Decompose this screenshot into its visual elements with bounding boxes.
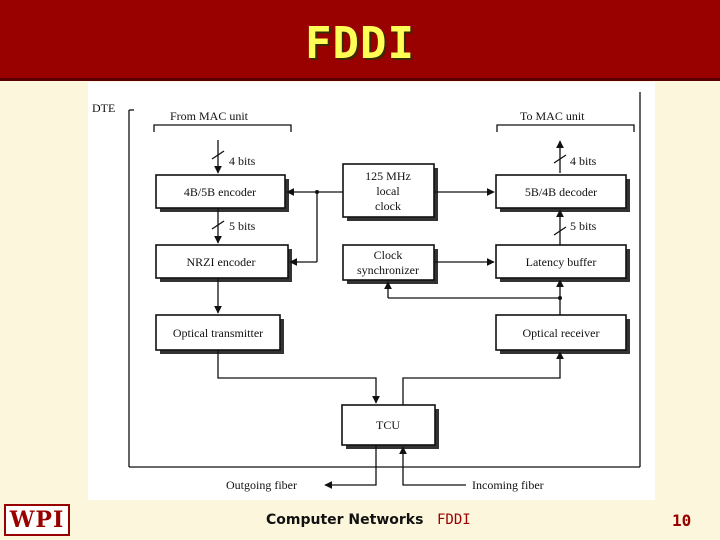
tcu-label: TCU <box>376 418 400 432</box>
from-mac-brace <box>153 124 292 132</box>
title-bar: FDDI <box>0 0 720 81</box>
latency-buffer-box <box>495 244 627 279</box>
decoder-5b4b-box <box>495 174 627 209</box>
tcu-box <box>341 404 436 446</box>
bits-4-right: 4 bits <box>570 154 597 168</box>
optical-rx-box <box>495 314 627 351</box>
optical-tx-label: Optical transmitter <box>173 326 263 340</box>
optical-tx-box <box>155 314 281 351</box>
footer-course: Computer Networks <box>266 512 424 528</box>
bits-5-left: 5 bits <box>229 219 256 233</box>
arrow-tcu-to-rx <box>402 351 564 405</box>
sync-line2: synchronizer <box>357 263 419 277</box>
outgoing-fiber-label: Outgoing fiber <box>226 478 297 492</box>
bits-4-left: 4 bits <box>229 154 256 168</box>
to-mac-label: To MAC unit <box>520 109 585 123</box>
nrzi-encoder-label: NRZI encoder <box>187 255 256 269</box>
from-mac-label: From MAC unit <box>170 109 249 123</box>
decoder-5b4b-label: 5B/4B decoder <box>525 185 597 199</box>
arrow-tx-to-tcu <box>217 350 380 404</box>
latency-buffer-label: Latency buffer <box>526 255 597 269</box>
slide-title: FDDI <box>305 18 415 69</box>
page-number: 10 <box>672 511 692 530</box>
optical-rx-label: Optical receiver <box>523 326 600 340</box>
arrow-outgoing-fiber <box>324 445 377 489</box>
encoder-4b5b-label: 4B/5B encoder <box>184 185 256 199</box>
clock-line3: clock <box>375 199 401 213</box>
wpi-logo-text: WPI <box>9 507 65 533</box>
encoder-4b5b-box <box>155 174 286 209</box>
clock-line2: local <box>376 184 400 198</box>
fddi-block-diagram: DTE From MAC unit To MAC unit 4 bits 4 b… <box>88 82 655 500</box>
local-clock-box <box>342 163 435 218</box>
incoming-fiber-label: Incoming fiber <box>472 478 544 492</box>
footer-bar <box>0 500 720 540</box>
sync-line1: Clock <box>374 248 403 262</box>
nrzi-encoder-box <box>155 244 289 279</box>
clock-sync-box <box>342 244 435 281</box>
wpi-logo: WPI <box>4 504 70 536</box>
clock-line1: 125 MHz <box>365 169 411 183</box>
footer-topic: FDDI <box>437 512 471 528</box>
to-mac-brace <box>496 124 635 132</box>
bits-5-right: 5 bits <box>570 219 597 233</box>
arrow-incoming-fiber <box>399 446 466 486</box>
dte-label: DTE <box>92 101 115 115</box>
